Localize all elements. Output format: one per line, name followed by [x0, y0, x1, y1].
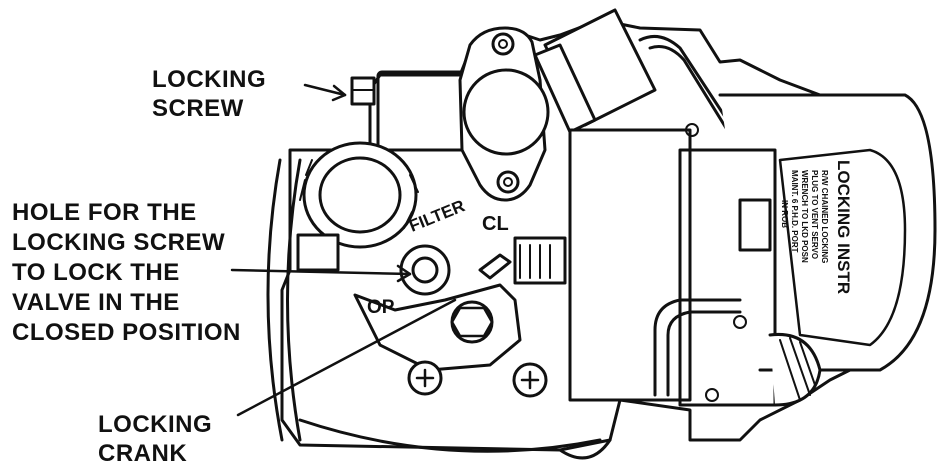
flange-bolt-bottom: [496, 170, 520, 194]
flange-bolt-top: [491, 32, 515, 56]
callout-hole-line-4: VALVE IN THE: [12, 289, 180, 316]
filter-cap-inner: [318, 156, 402, 234]
closed-stop-grip: [519, 244, 551, 279]
locking-hole: [411, 256, 439, 284]
bolt-right-a: [733, 315, 747, 329]
tube-upper: [638, 34, 767, 207]
callout-locking-screw: LOCKING SCREW: [152, 65, 266, 123]
leader-locking-screw-arrow: [331, 84, 347, 102]
tube-fitting: [738, 198, 772, 252]
plate-line-5: MAINT. 6 P.H.D. PORT: [790, 170, 799, 253]
actuator-block: [678, 148, 777, 407]
crank-pointer: [478, 253, 512, 280]
bolt-right-b: [685, 123, 699, 137]
closed-marking: CL: [482, 213, 509, 235]
filter-cap-base: [296, 233, 340, 272]
leader-hole-arrow: [396, 264, 412, 283]
callout-hole-line-2: LOCKING SCREW: [12, 229, 226, 256]
plate-line-1: LOCKING INSTR: [834, 160, 853, 294]
bolt-right-c: [705, 388, 719, 402]
callout-hole-line-1: HOLE FOR THE: [12, 199, 197, 226]
crank-nut-hex: [450, 306, 494, 338]
center-block: [568, 128, 692, 402]
base-bolt-left-slot: [415, 368, 435, 388]
callout-hole-line-5: CLOSED POSITION: [12, 319, 241, 346]
filter-cap-ridges: [299, 159, 419, 229]
callout-locking-screw-line-2: SCREW: [152, 95, 244, 122]
callout-locking-crank-line-1: LOCKING: [98, 411, 213, 438]
callout-locking-screw-line-1: LOCKING: [152, 66, 267, 93]
plate-line-4: WRENCH TO LKD POSN: [800, 170, 809, 263]
solenoid-base: [533, 43, 597, 134]
callout-hole: HOLE FOR THE LOCKING SCREW TO LOCK THE V…: [12, 198, 241, 348]
spring-coils: [779, 337, 816, 401]
leader-hole: [230, 268, 412, 276]
leader-locking-screw: [303, 83, 347, 97]
callout-locking-crank-line-2: CRANK: [98, 440, 188, 467]
flange-bolt-bottom-core: [503, 177, 513, 187]
instruction-plate-text: LOCKING INSTR R/W CHAINED LOCKING PLUG T…: [780, 160, 853, 294]
base-bolt-right-slot: [520, 370, 540, 390]
open-marking: OP: [367, 297, 395, 318]
flange-port: [462, 68, 550, 156]
tube-lower: [653, 298, 742, 397]
flange-bolt-top-core: [498, 39, 508, 49]
callout-locking-crank: LOCKING CRANK: [98, 410, 212, 468]
left-flange: [266, 158, 302, 442]
locking-hole-boss: [399, 244, 451, 296]
plate-line-3: PLUG TO VENT SERVO: [810, 170, 819, 259]
instruction-plate: [778, 148, 907, 347]
plate-line-6: IN ROB: [780, 200, 789, 228]
plate-line-2: R/W CHAINED LOCKING: [820, 170, 829, 263]
leader-crank: [236, 298, 457, 417]
callout-hole-line-3: TO LOCK THE: [12, 259, 180, 286]
lower-flange: [298, 418, 612, 460]
